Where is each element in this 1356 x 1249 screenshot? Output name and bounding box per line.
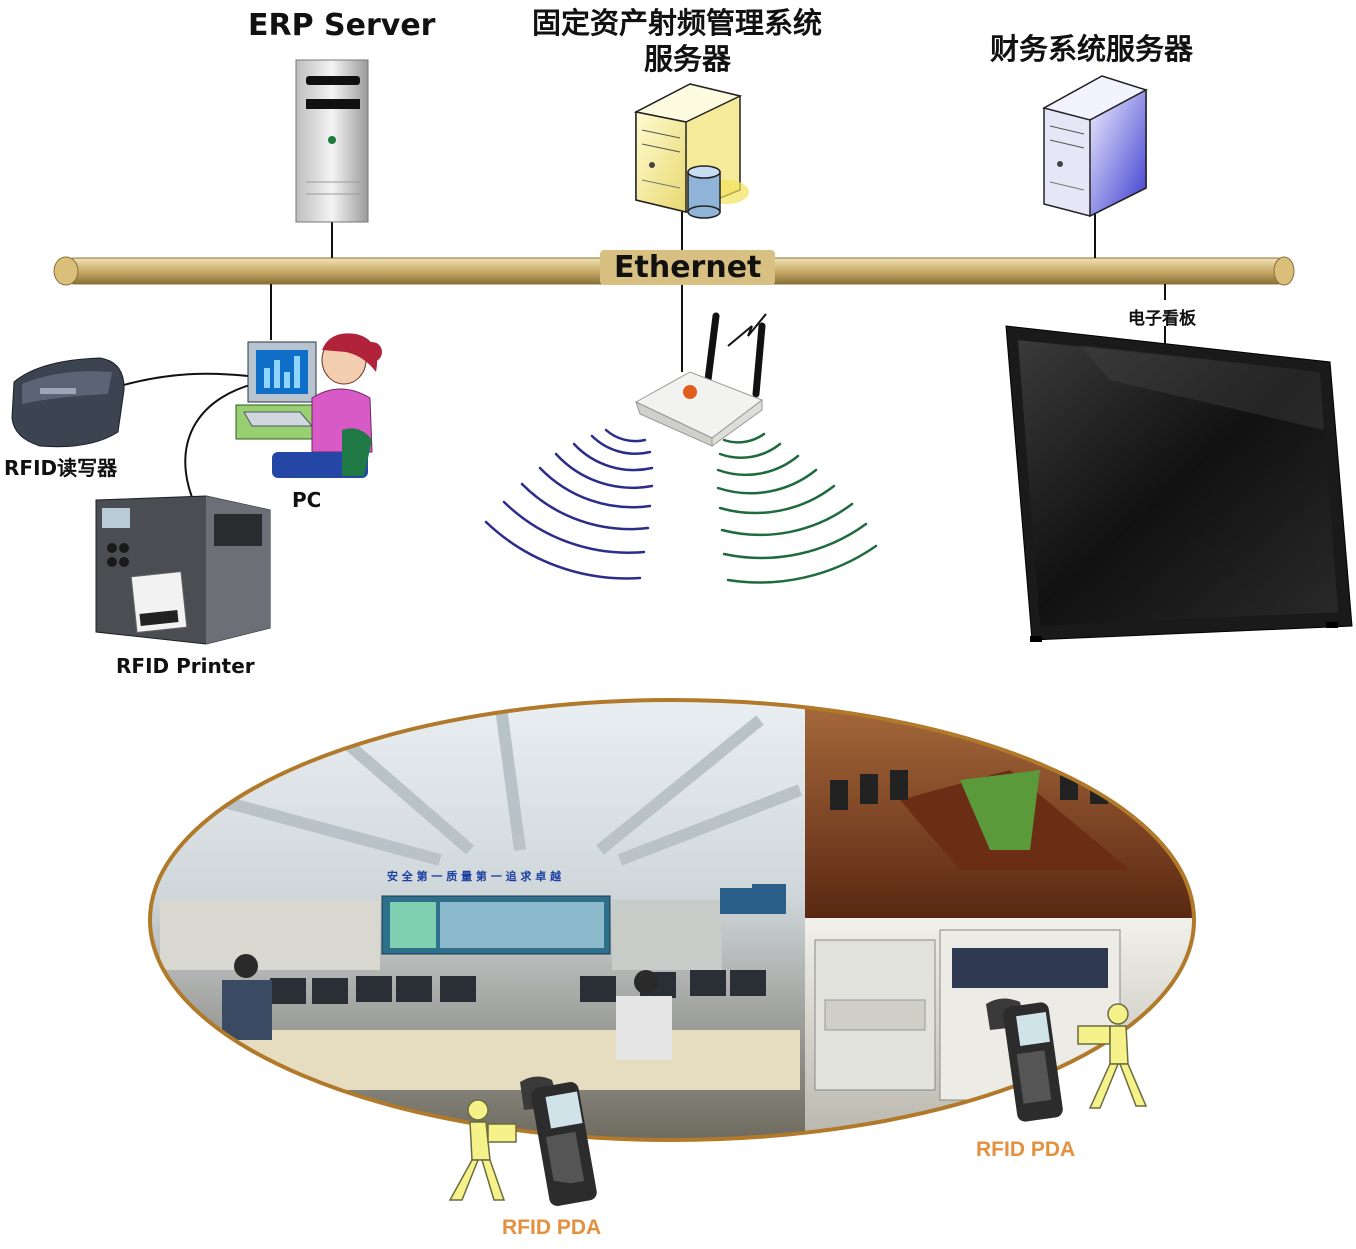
finance-server-label: 财务系统服务器 xyxy=(990,32,1194,66)
rfid-pda-device-left xyxy=(520,1076,597,1206)
rfid-printer-label: RFID Printer xyxy=(116,654,255,678)
rfid-pda-label-left: RFID PDA xyxy=(502,1216,602,1239)
rfid-reader-icon xyxy=(11,357,125,448)
rfid-pda-device-right xyxy=(986,998,1063,1122)
rf-waves-left xyxy=(484,428,654,580)
finance-server-icon xyxy=(1041,75,1148,218)
electronic-board-monitor-icon xyxy=(1005,325,1353,642)
rf-waves-right xyxy=(716,432,878,584)
rfid-server-label-line2: 服务器 xyxy=(644,42,732,76)
rfid-pda-label-right: RFID PDA xyxy=(976,1138,1076,1161)
rfid-server-label-line1: 固定资产射频管理系统 xyxy=(532,6,823,40)
rfid-management-server-icon xyxy=(633,83,749,219)
rfid-printer-icon xyxy=(95,495,271,645)
connector-lines xyxy=(119,212,1166,501)
rfid-reader-label: RFID读写器 xyxy=(4,456,118,480)
pc-user-icon xyxy=(235,333,382,478)
control-room-banner: 安 全 第 一 质 量 第 一 追 求 卓 越 xyxy=(387,869,562,883)
electronic-board-label: 电子看板 xyxy=(1128,309,1196,329)
wireless-access-point-icon xyxy=(634,312,767,447)
erp-server-label: ERP Server xyxy=(248,8,436,43)
pc-label: PC xyxy=(292,488,322,512)
stick-figure-left xyxy=(448,1099,517,1201)
stick-figure-right xyxy=(1077,1003,1148,1109)
ethernet-label: Ethernet xyxy=(600,250,776,285)
erp-server-icon xyxy=(295,59,369,223)
